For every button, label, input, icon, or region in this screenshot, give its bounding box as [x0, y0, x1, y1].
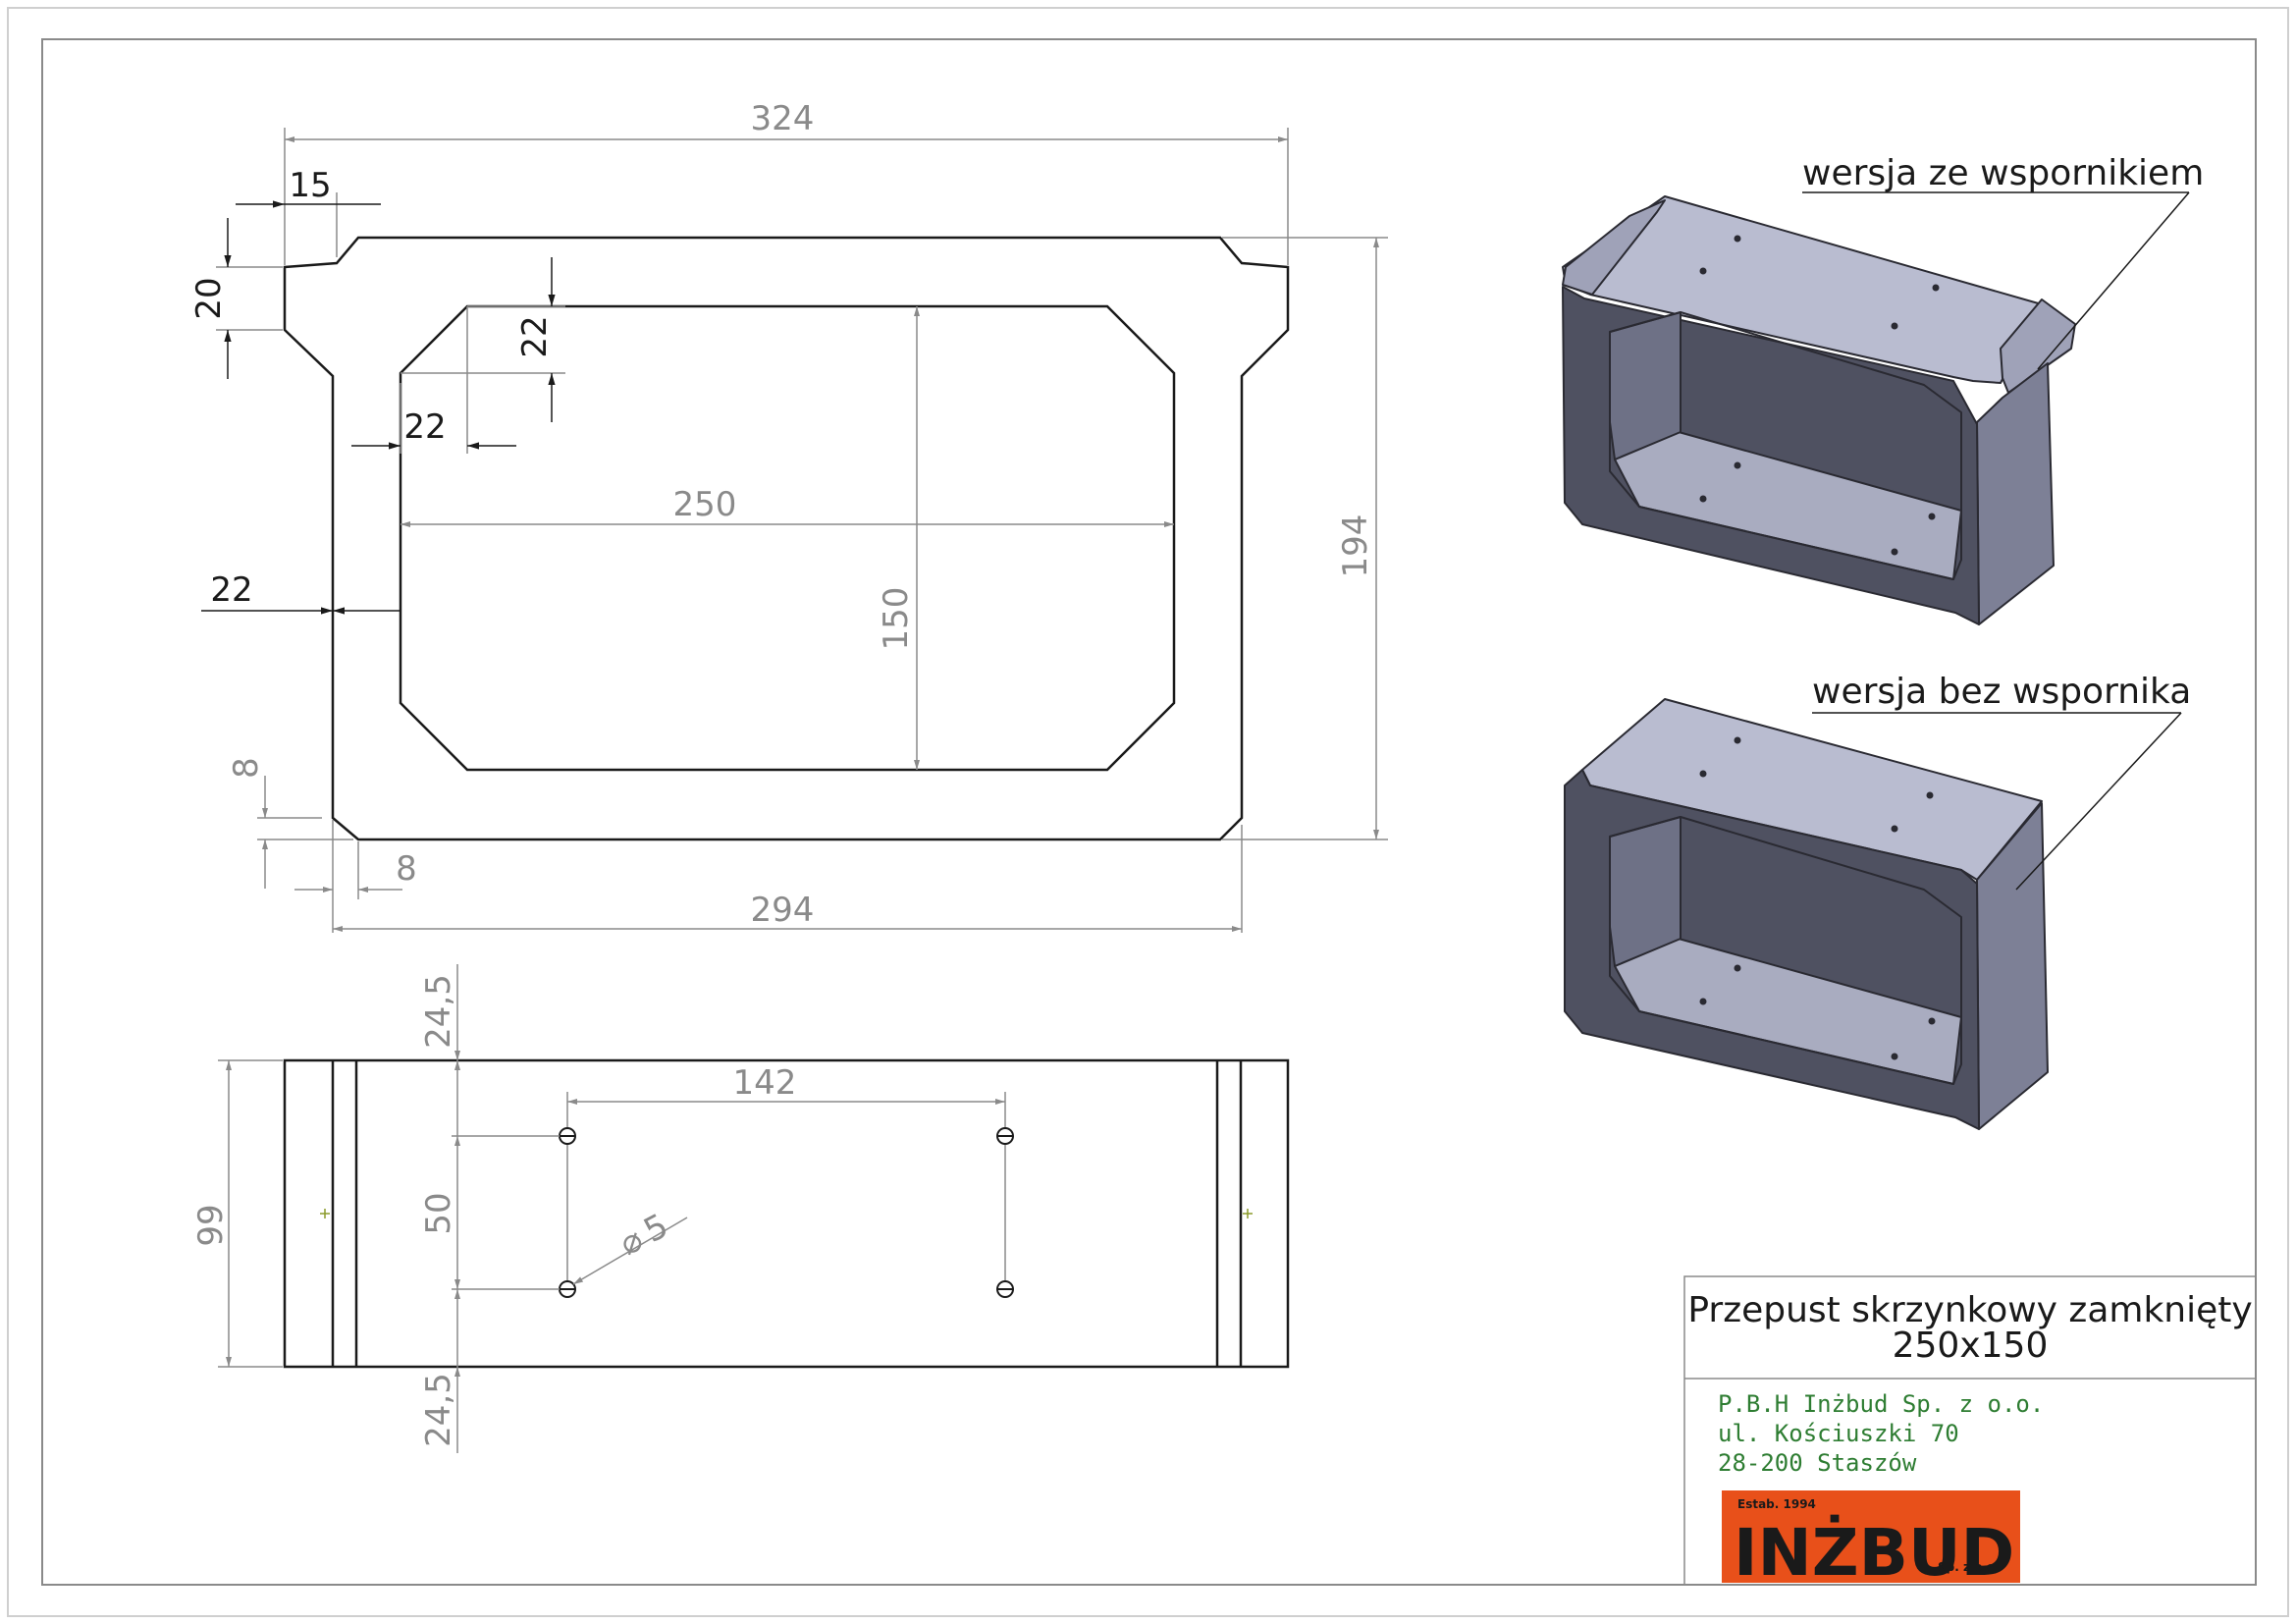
dim-bottom-chamfer-h: 8	[396, 849, 417, 889]
dim-length: 99	[191, 1204, 231, 1246]
company-logo: Estab. 1994 INŻBUD Sp. z o.o.	[1722, 1490, 2020, 1591]
dim-chamfer-h: 22	[403, 407, 446, 447]
outer-border	[7, 7, 2289, 1617]
cross-section-view	[283, 236, 1290, 841]
logo-suffix: Sp. z o.o.	[1938, 1560, 2000, 1574]
top-view-dim-labels: 99 24,5 50 24,5 142 ⌀ 5	[191, 974, 796, 1447]
address-line: ul. Kościuszki 70	[1718, 1420, 1959, 1447]
top-view	[283, 1058, 1290, 1369]
dim-top-offset: 24,5	[419, 974, 458, 1049]
bracket-right	[2000, 298, 2076, 394]
hole	[559, 1127, 576, 1145]
center-marks	[320, 1209, 1253, 1218]
dim-inner-width: 250	[673, 485, 737, 524]
isometric-with-bracket	[1562, 195, 2076, 625]
dim-bottom-chamfer-v: 8	[227, 757, 266, 779]
bracket-holes	[1699, 235, 1940, 556]
hole	[559, 1280, 576, 1298]
drawing-frame	[41, 38, 2257, 1586]
dim-bottom-offset: 24,5	[419, 1373, 458, 1447]
dim-inner-height: 150	[877, 587, 916, 651]
opening-outline	[1609, 311, 1962, 580]
drawing-title: Przepust skrzynkowy zamknięty	[1687, 1290, 2252, 1330]
dim-lip-height: 20	[189, 277, 229, 319]
label-without-bracket: wersja bez wspornika	[1812, 672, 2191, 891]
box-side	[1976, 362, 2055, 625]
opening-wall-2	[1609, 816, 1682, 967]
top-view-outline	[283, 1058, 1290, 1369]
dim-body-width: 294	[751, 891, 815, 930]
logo-background	[1722, 1490, 2020, 1583]
title-block: Przepust skrzynkowy zamknięty 250x150 P.…	[1683, 1275, 2257, 1586]
hole	[996, 1127, 1014, 1145]
dim-lip-width: 15	[289, 166, 331, 205]
cross-section-dimensions	[201, 128, 1388, 933]
hole	[996, 1280, 1014, 1298]
box2-holes	[1699, 736, 1936, 1060]
bracket-left	[1562, 199, 1666, 296]
dim-hole-pitch: 50	[419, 1192, 458, 1234]
opening-wall	[1609, 311, 1682, 460]
drawing-subtitle: 250x150	[1893, 1326, 2049, 1366]
address-line: 28-200 Staszów	[1718, 1449, 1917, 1477]
isometric-without-bracket	[1564, 698, 2049, 1130]
top-view-dimensions	[218, 964, 1006, 1453]
cross-section-dim-labels: 324 15 20 22 22 250 150 22 194 8 8 294	[189, 99, 1375, 930]
outer-profile	[283, 236, 1290, 841]
dim-wall: 22	[210, 570, 252, 610]
opening-outline-2	[1609, 816, 1962, 1085]
dim-hole-spacing: 142	[733, 1063, 797, 1103]
without-bracket-label: wersja bez wspornika	[1812, 672, 2191, 712]
title-block-frame	[1683, 1275, 2257, 1586]
logo-name: INŻBUD	[1734, 1515, 2014, 1591]
logo-estab: Estab. 1994	[1737, 1497, 1816, 1511]
label-with-bracket: wersja ze wspornikiem	[1802, 153, 2204, 370]
dim-chamfer-v: 22	[515, 315, 555, 357]
dim-overall-width: 324	[751, 99, 815, 138]
with-bracket-label: wersja ze wspornikiem	[1802, 153, 2204, 193]
dim-outer-height: 194	[1336, 514, 1375, 578]
inner-opening	[399, 304, 1176, 772]
address-line: P.B.H Inżbud Sp. z o.o.	[1718, 1390, 2044, 1418]
top-view-holes	[559, 1127, 1014, 1298]
